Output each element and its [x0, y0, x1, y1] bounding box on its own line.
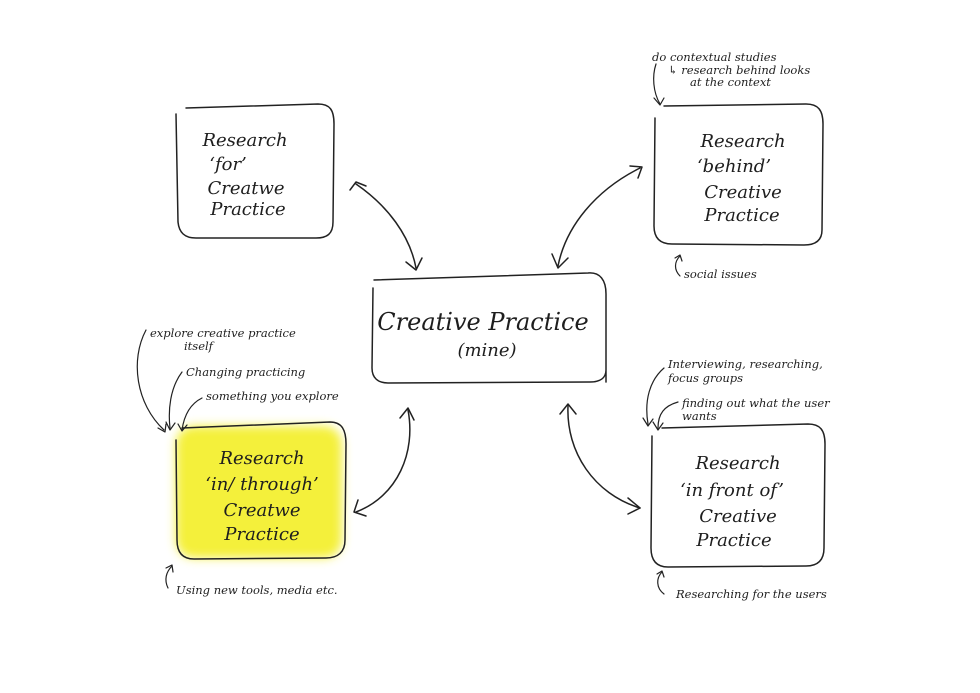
- box-research-through-outline: [175, 421, 347, 560]
- note-behind-top-line-2: ↳ research behind looks: [668, 63, 810, 77]
- note-front-top-1-line-1: Interviewing, researching,: [667, 357, 823, 371]
- note-behind-top-pointer: [653, 63, 661, 105]
- box-research-for: Research ‘for’ Creatwe Practice: [175, 103, 335, 239]
- note-through-top-1-line-2: itself: [184, 339, 215, 353]
- highlight-mark: [176, 426, 342, 558]
- box-creative-practice: Creative Practice (mine): [371, 272, 607, 384]
- box-research-behind-outline: [653, 103, 824, 246]
- note-through-bottom-text: Using new tools, media etc.: [176, 583, 338, 597]
- note-front-top-2-line-1: finding out what the user: [681, 396, 831, 410]
- note-behind-top: do contextual studies ↳ research behind …: [652, 50, 810, 106]
- note-behind-bottom: social issues: [674, 254, 757, 281]
- arrow-center-to-behind: [551, 165, 643, 269]
- box-research-front-line-4: Practice: [695, 530, 771, 551]
- box-research-through-line-4: Practice: [223, 524, 299, 545]
- note-through-bottom-pointer: [165, 565, 173, 589]
- note-behind-top-line-1: do contextual studies: [652, 50, 777, 64]
- note-front-bottom-pointer: [657, 571, 665, 595]
- note-front-pointer-2: [657, 401, 679, 429]
- note-behind-top-line-3: at the context: [690, 75, 771, 89]
- center-title: Creative Practice: [377, 308, 588, 336]
- center-subtitle: (mine): [457, 340, 516, 361]
- arrow-center-to-for: [349, 181, 423, 271]
- note-front-bottom: Researching for the users: [656, 570, 827, 601]
- note-through-top-2: Changing practicing: [186, 365, 305, 379]
- box-research-for-line-4: Practice: [209, 199, 285, 220]
- box-research-for-line-2: ‘for’: [209, 154, 247, 175]
- arrow-center-to-front: [559, 403, 641, 515]
- box-research-through-line-1: Research: [218, 448, 304, 469]
- note-front-top: Interviewing, researching, focus groups …: [642, 357, 831, 431]
- box-research-front-line-2: ‘in front of’: [680, 480, 784, 501]
- box-research-behind-line-4: Practice: [703, 205, 779, 226]
- arrow-center-to-through: [353, 407, 415, 517]
- box-research-for-line-1: Research: [201, 130, 287, 151]
- box-research-behind-line-1: Research: [699, 131, 785, 152]
- box-research-behind: Research ‘behind’ Creative Practice: [653, 103, 824, 246]
- note-behind-bottom-text: social issues: [684, 267, 757, 281]
- box-research-front: Research ‘in front of’ Creative Practice: [650, 423, 826, 568]
- note-through-pointer-3: [181, 397, 203, 431]
- note-front-top-2-line-2: wants: [682, 409, 717, 423]
- note-through-pointer-1: [136, 329, 165, 431]
- box-research-through-line-3: Creatwe: [223, 500, 300, 521]
- note-through-bottom: Using new tools, media etc.: [165, 564, 338, 597]
- box-research-front-outline: [650, 423, 826, 568]
- box-research-for-line-3: Creatwe: [207, 178, 284, 199]
- box-creative-practice-outline: [371, 272, 607, 384]
- box-research-through-line-2: ‘in/ through’: [205, 474, 319, 495]
- note-through-pointer-2: [168, 371, 183, 429]
- box-research-front-line-3: Creative: [699, 506, 777, 527]
- note-front-pointer-1: [646, 367, 665, 425]
- note-behind-bottom-pointer: [674, 255, 681, 277]
- box-research-front-line-1: Research: [694, 453, 780, 474]
- note-through-top-1-line-1: explore creative practice: [150, 326, 296, 340]
- box-research-behind-line-2: ‘behind’: [697, 156, 771, 177]
- box-research-through: Research ‘in/ through’ Creatwe Practice: [175, 421, 347, 560]
- note-through-top-3: something you explore: [206, 389, 339, 403]
- note-through-top: explore creative practice itself Changin…: [136, 326, 339, 433]
- note-front-top-1-line-2: focus groups: [667, 371, 743, 385]
- box-research-behind-line-3: Creative: [704, 182, 782, 203]
- note-front-bottom-text: Researching for the users: [675, 587, 827, 601]
- box-research-for-outline: [175, 103, 335, 239]
